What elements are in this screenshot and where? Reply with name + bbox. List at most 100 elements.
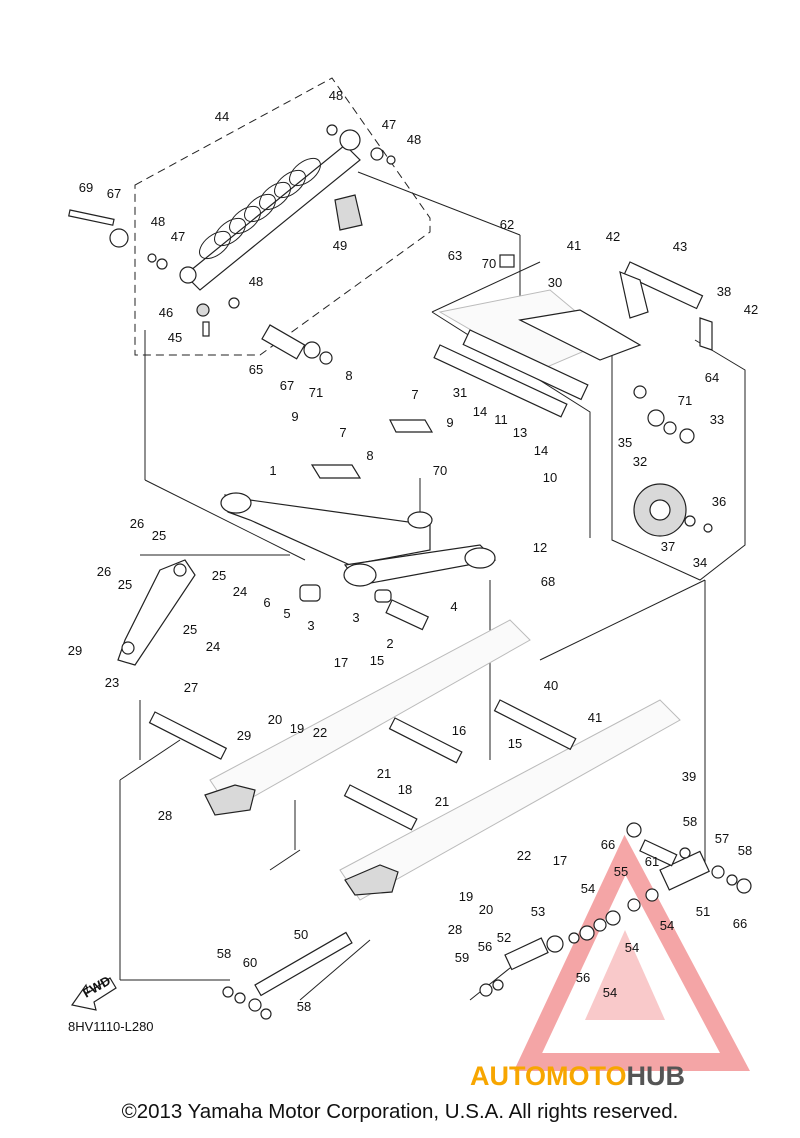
part-callout-22: 22 [517,848,531,863]
part-callout-36: 36 [712,494,726,509]
part-callout-5: 5 [283,606,290,621]
part-callout-61: 61 [645,854,659,869]
part-callout-30: 30 [548,275,562,290]
part-callout-66: 66 [733,916,747,931]
part-callout-41: 41 [567,238,581,253]
upper-arm-assembly [433,254,713,418]
part-callout-24: 24 [233,584,247,599]
part-callout-26: 26 [97,564,111,579]
part-callout-51: 51 [696,904,710,919]
shock-absorber-group-outline [134,77,431,356]
shock-hardware [68,124,396,365]
part-callout-2: 2 [386,636,393,651]
part-callout-42: 42 [606,229,620,244]
part-callout-17: 17 [334,655,348,670]
part-callout-45: 45 [168,330,182,345]
part-callout-56: 56 [576,970,590,985]
part-callout-25: 25 [212,568,226,583]
part-callout-59: 59 [455,950,469,965]
watermark-part2: HUB [627,1061,686,1091]
part-callout-9: 9 [291,409,298,424]
part-callout-35: 35 [618,435,632,450]
part-callout-25: 25 [118,577,132,592]
part-callout-65: 65 [249,362,263,377]
part-callout-3: 3 [352,610,359,625]
part-callout-16: 16 [452,723,466,738]
part-callout-37: 37 [661,539,675,554]
part-callout-58: 58 [297,999,311,1014]
part-callout-33: 33 [710,412,724,427]
part-callout-66: 66 [601,837,615,852]
part-callout-47: 47 [382,117,396,132]
part-callout-53: 53 [531,904,545,919]
part-callout-22: 22 [313,725,327,740]
part-callout-48: 48 [407,132,421,147]
part-callout-28: 28 [448,922,462,937]
part-callout-21: 21 [377,766,391,781]
part-callout-67: 67 [107,186,121,201]
part-callout-25: 25 [152,528,166,543]
part-callout-40: 40 [544,678,558,693]
diagram-code: 8HV1110-L280 [68,1019,154,1034]
part-callout-7: 7 [411,387,418,402]
part-callout-58: 58 [217,946,231,961]
part-callout-14: 14 [473,404,487,419]
part-callout-50: 50 [294,927,308,942]
fwd-arrow-icon: FWD [70,973,117,1011]
part-callout-20: 20 [268,712,282,727]
part-callout-48: 48 [249,274,263,289]
part-callout-54: 54 [603,985,617,1000]
part-callout-32: 32 [633,454,647,469]
part-callout-24: 24 [206,639,220,654]
part-callout-13: 13 [513,425,527,440]
part-callout-44: 44 [215,109,229,124]
rear-axle-hardware [222,822,752,1020]
part-callout-26: 26 [130,516,144,531]
part-callout-49: 49 [333,238,347,253]
shafts [148,699,577,997]
part-callout-12: 12 [533,540,547,555]
part-callout-20: 20 [479,902,493,917]
part-callout-10: 10 [543,470,557,485]
part-callout-55: 55 [614,864,628,879]
part-callout-39: 39 [682,769,696,784]
shock-absorber [179,129,363,291]
part-callout-25: 25 [183,622,197,637]
part-callout-54: 54 [581,881,595,896]
part-callout-27: 27 [184,680,198,695]
watermark-part1: AUTOMOTO [470,1061,627,1091]
part-callout-9: 9 [446,415,453,430]
part-callout-7: 7 [339,425,346,440]
part-callout-58: 58 [738,843,752,858]
part-callout-52: 52 [497,930,511,945]
part-callout-17: 17 [553,853,567,868]
part-callout-4: 4 [450,599,457,614]
part-callout-71: 71 [678,393,692,408]
part-callout-58: 58 [683,814,697,829]
leader-lines [119,171,706,1001]
part-callout-54: 54 [625,940,639,955]
part-callout-18: 18 [398,782,412,797]
part-callout-29: 29 [68,643,82,658]
part-callout-15: 15 [508,736,522,751]
part-callout-8: 8 [345,368,352,383]
part-callout-15: 15 [370,653,384,668]
part-callout-56: 56 [478,939,492,954]
part-callout-6: 6 [263,595,270,610]
part-callout-38: 38 [717,284,731,299]
part-callout-29: 29 [237,728,251,743]
part-callout-41: 41 [588,710,602,725]
part-callout-8: 8 [366,448,373,463]
part-callout-68: 68 [541,574,555,589]
part-callout-47: 47 [171,229,185,244]
watermark-text: AUTOMOTOHUB [470,1061,685,1091]
part-callout-21: 21 [435,794,449,809]
part-callout-60: 60 [243,955,257,970]
slide-rails [204,619,681,901]
part-callout-57: 57 [715,831,729,846]
part-callout-14: 14 [534,443,548,458]
part-callout-69: 69 [79,180,93,195]
part-callout-48: 48 [151,214,165,229]
